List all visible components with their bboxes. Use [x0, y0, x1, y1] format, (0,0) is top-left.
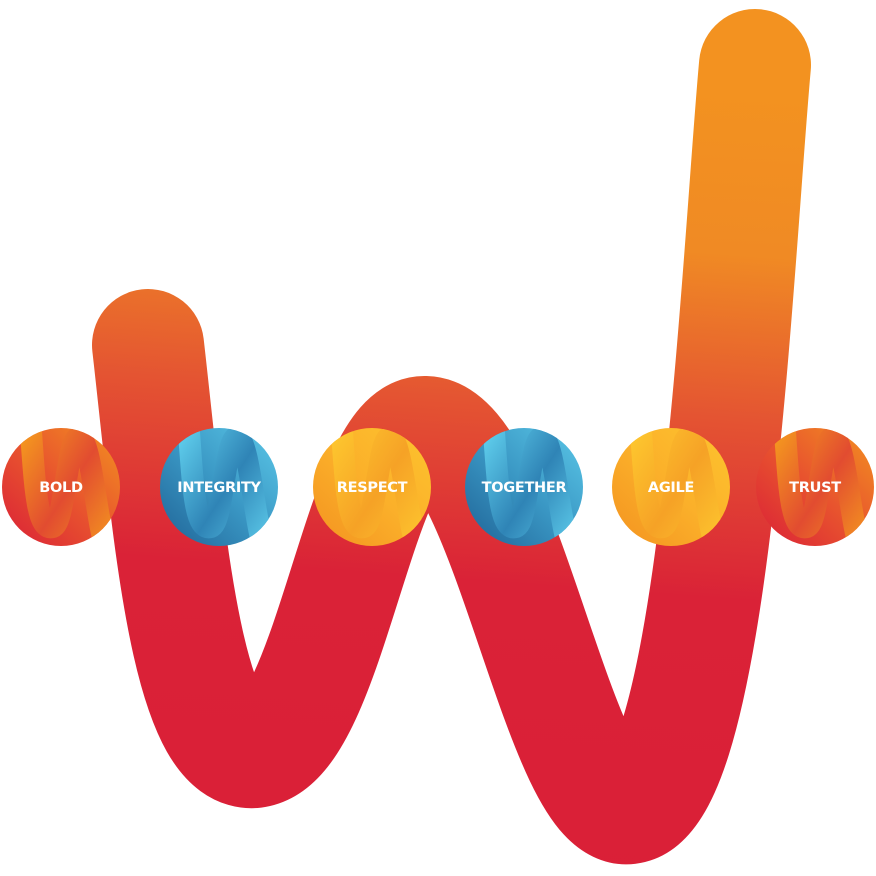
value-badge-bold: BOLD — [2, 428, 120, 546]
value-badge-together: TOGETHER — [465, 428, 583, 546]
badge-label: BOLD — [39, 480, 83, 496]
badge-label: INTEGRITY — [177, 480, 261, 496]
w-swirl-icon — [774, 428, 871, 546]
value-badge-agile: AGILE — [612, 428, 730, 546]
badge-label: AGILE — [648, 480, 694, 496]
w-swirl-icon — [630, 428, 727, 546]
badge-label: RESPECT — [337, 480, 408, 496]
w-swirl-icon — [20, 428, 117, 546]
value-badge-integrity: INTEGRITY — [160, 428, 278, 546]
big-w-stroke — [92, 9, 811, 864]
value-badge-trust: TRUST — [756, 428, 874, 546]
w-swirl-icon — [331, 428, 428, 546]
badge-label: TOGETHER — [482, 480, 567, 496]
badge-label: TRUST — [789, 480, 841, 496]
w-swirl-icon — [483, 428, 580, 546]
value-badge-respect: RESPECT — [313, 428, 431, 546]
w-swirl-icon — [178, 428, 275, 546]
